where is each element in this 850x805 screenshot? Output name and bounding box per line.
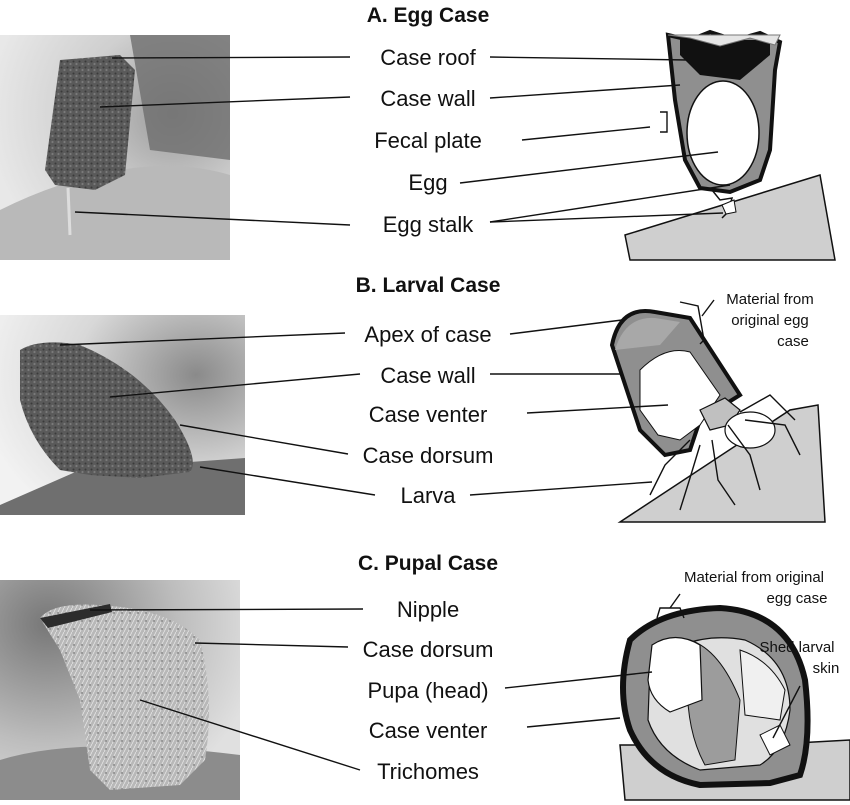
section-c-photo	[0, 580, 240, 800]
annotation-material-b-3: case	[777, 333, 809, 350]
section-a-photo	[0, 35, 230, 260]
label-case-dorsum-b: Case dorsum	[363, 443, 494, 468]
section-b-title: B. Larval Case	[356, 274, 501, 297]
label-case-wall: Case wall	[380, 86, 475, 111]
annotation-shed-skin-1: Shed larval	[759, 639, 834, 656]
section-c-title: C. Pupal Case	[358, 552, 498, 575]
section-b-leaders	[59, 299, 715, 496]
section-a-leaders	[74, 56, 731, 226]
section-a-title: A. Egg Case	[367, 4, 490, 27]
label-egg: Egg	[408, 170, 447, 195]
label-nipple: Nipple	[397, 597, 459, 622]
section-b-labels: Apex of case Case wall Case venter Case …	[363, 291, 814, 508]
label-egg-stalk: Egg stalk	[383, 212, 474, 237]
section-b-photo	[0, 315, 245, 515]
annotation-material-b-2: original egg	[731, 312, 809, 329]
label-apex-of-case: Apex of case	[364, 322, 491, 347]
annotation-shed-skin-2: skin	[813, 660, 840, 677]
annotation-material-b-1: Material from	[726, 291, 814, 308]
section-a-labels: Case roof Case wall Fecal plate Egg Egg …	[374, 45, 482, 237]
section-c-labels: Nipple Case dorsum Pupa (head) Case vent…	[363, 569, 840, 784]
label-case-venter-c: Case venter	[369, 718, 488, 743]
label-case-roof: Case roof	[380, 45, 476, 70]
label-larva: Larva	[400, 483, 456, 508]
section-a-drawing	[624, 29, 836, 261]
annotation-material-c-1: Material from original	[684, 569, 824, 586]
section-b-drawing	[609, 309, 826, 523]
label-case-dorsum-c: Case dorsum	[363, 637, 494, 662]
section-c-leaders	[89, 593, 801, 771]
section-c-drawing	[619, 604, 850, 801]
label-pupa-head: Pupa (head)	[367, 678, 488, 703]
label-fecal-plate: Fecal plate	[374, 128, 482, 153]
label-case-wall-b: Case wall	[380, 363, 475, 388]
label-trichomes: Trichomes	[377, 759, 479, 784]
annotation-material-c-2: egg case	[767, 590, 828, 607]
label-case-venter-b: Case venter	[369, 402, 488, 427]
